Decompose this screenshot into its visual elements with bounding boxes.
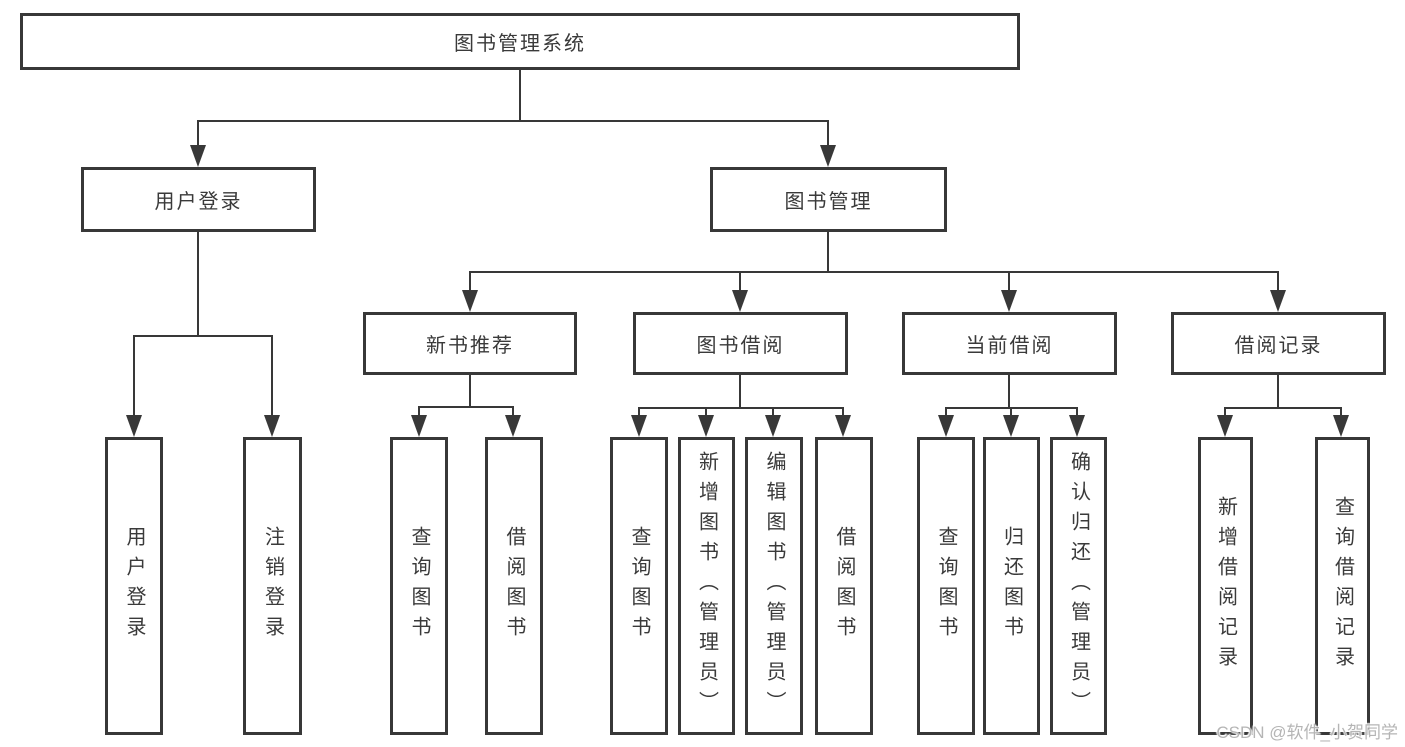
node-book-management-label: 图书管理	[784, 191, 873, 213]
connector-drop	[945, 407, 947, 417]
node-library-system: 图书管理系统	[20, 13, 1020, 70]
arrow-down-icon	[264, 415, 280, 437]
leaf-records-query-record: 查询借阅记录	[1315, 437, 1370, 735]
watermark-text: CSDN @软件_小贺同学	[1216, 723, 1398, 742]
node-book-borrowing: 图书借阅	[633, 312, 848, 375]
arrow-down-icon	[835, 415, 851, 437]
arrow-down-icon	[462, 290, 478, 312]
connector-drop	[418, 406, 420, 417]
node-current-borrowing-label: 当前借阅	[965, 335, 1054, 357]
arrow-down-icon	[505, 415, 521, 437]
leaf-records-query-record-label: 查询借阅记录	[1331, 496, 1354, 676]
leaf-current-return-books-label: 归还图书	[1000, 526, 1023, 646]
arrow-down-icon	[698, 415, 714, 437]
arrow-down-icon	[190, 145, 206, 167]
leaf-records-add-record: 新增借阅记录	[1198, 437, 1253, 735]
node-new-book-recommend-label: 新书推荐	[426, 335, 514, 357]
connector-drop	[772, 407, 774, 417]
connector-borrowing-records-stem	[1277, 375, 1279, 407]
arrow-down-icon	[1001, 290, 1017, 312]
connector-drop	[842, 407, 844, 417]
leaf-records-add-record-label: 新增借阅记录	[1214, 496, 1237, 676]
arrow-down-icon	[732, 290, 748, 312]
connector-drop	[705, 407, 707, 417]
connector-book-borrowing-stem	[739, 375, 741, 407]
connector-drop-book-borrowing	[739, 271, 741, 292]
leaf-newbook-query-books-label: 查询图书	[408, 526, 430, 646]
connector-user-login-stem	[197, 232, 199, 335]
connector-drop-leaf-user-login	[133, 335, 135, 417]
arrow-down-icon	[820, 145, 836, 167]
node-library-system-label: 图书管理系统	[454, 33, 586, 55]
connector-new-book-stem	[469, 375, 471, 406]
leaf-user-login: 用户登录	[105, 437, 163, 735]
connector-drop-new-book	[469, 271, 471, 292]
leaf-newbook-query-books: 查询图书	[390, 437, 448, 735]
leaf-borrowing-query-books: 查询图书	[610, 437, 668, 735]
leaf-current-query-books: 查询图书	[917, 437, 975, 735]
connector-book-borrowing-split	[638, 407, 844, 409]
connector-drop-book-management	[827, 120, 829, 148]
leaf-logout: 注销登录	[243, 437, 302, 735]
connector-drop-user-login	[197, 120, 199, 148]
connector-user-login-split	[133, 335, 273, 337]
connector-current-borrowing-stem	[1008, 375, 1010, 407]
node-borrowing-records: 借阅记录	[1171, 312, 1386, 375]
connector-root-split	[197, 120, 829, 122]
connector-new-book-split	[418, 406, 514, 408]
connector-drop	[1010, 407, 1012, 417]
connector-drop	[512, 406, 514, 417]
connector-drop	[1076, 407, 1078, 417]
node-book-management: 图书管理	[710, 167, 947, 232]
node-current-borrowing: 当前借阅	[902, 312, 1117, 375]
connector-drop	[1224, 407, 1226, 417]
leaf-current-confirm-return-admin-label: 确认归还（管理员）	[1067, 451, 1090, 721]
node-borrowing-records-label: 借阅记录	[1234, 335, 1323, 357]
connector-drop	[638, 407, 640, 417]
connector-book-management-split	[469, 271, 1279, 273]
leaf-borrowing-add-books-admin: 新增图书（管理员）	[678, 437, 735, 735]
connector-root-stem	[519, 70, 521, 120]
node-new-book-recommend: 新书推荐	[363, 312, 577, 375]
arrow-down-icon	[1217, 415, 1233, 437]
leaf-logout-label: 注销登录	[261, 526, 284, 646]
node-user-login: 用户登录	[81, 167, 316, 232]
leaf-borrowing-add-books-admin-label: 新增图书（管理员）	[695, 451, 718, 721]
arrow-down-icon	[1333, 415, 1349, 437]
node-user-login-label: 用户登录	[154, 191, 243, 213]
arrow-down-icon	[938, 415, 954, 437]
leaf-borrowing-borrow-books: 借阅图书	[815, 437, 873, 735]
arrow-down-icon	[631, 415, 647, 437]
node-book-borrowing-label: 图书借阅	[696, 335, 785, 357]
connector-drop	[1340, 407, 1342, 417]
leaf-current-return-books: 归还图书	[983, 437, 1040, 735]
arrow-down-icon	[411, 415, 427, 437]
arrow-down-icon	[1069, 415, 1085, 437]
leaf-current-query-books-label: 查询图书	[935, 526, 957, 646]
connector-book-management-stem	[827, 232, 829, 271]
arrow-down-icon	[765, 415, 781, 437]
leaf-newbook-borrow-books-label: 借阅图书	[503, 526, 525, 646]
leaf-newbook-borrow-books: 借阅图书	[485, 437, 543, 735]
leaf-borrowing-edit-books-admin: 编辑图书（管理员）	[745, 437, 803, 735]
leaf-borrowing-edit-books-admin-label: 编辑图书（管理员）	[763, 451, 785, 721]
leaf-borrowing-query-books-label: 查询图书	[628, 526, 650, 646]
leaf-borrowing-borrow-books-label: 借阅图书	[833, 526, 855, 646]
leaf-user-login-label: 用户登录	[123, 526, 145, 646]
arrow-down-icon	[126, 415, 142, 437]
connector-drop-leaf-logout	[271, 335, 273, 417]
connector-drop-borrowing-records	[1277, 271, 1279, 292]
connector-drop-current-borrowing	[1008, 271, 1010, 292]
arrow-down-icon	[1270, 290, 1286, 312]
arrow-down-icon	[1003, 415, 1019, 437]
leaf-current-confirm-return-admin: 确认归还（管理员）	[1050, 437, 1107, 735]
connector-borrowing-records-split	[1224, 407, 1342, 409]
